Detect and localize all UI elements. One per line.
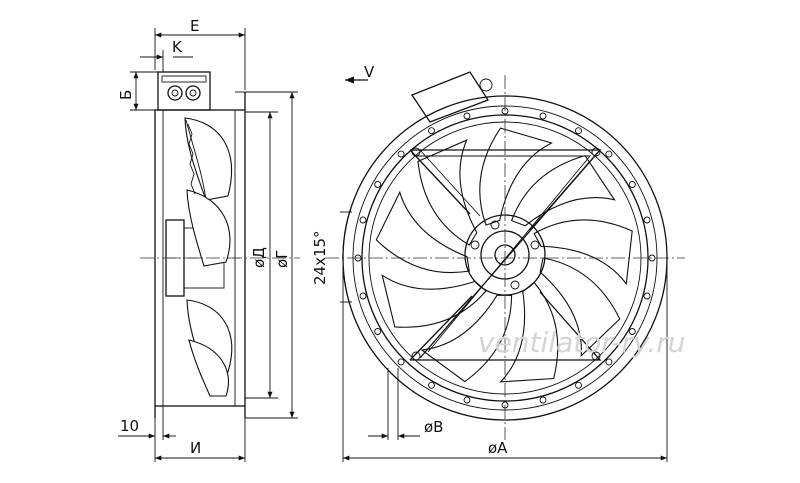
bolt-hole [359,216,367,224]
bolt-hole [374,328,382,335]
bolt-hole [397,150,405,158]
watermark: ventilator-ry.ru [478,326,686,359]
bolt-hole [428,381,435,389]
dim-label-G-outer: øГ [273,250,291,268]
dim-label-K: K [172,38,183,56]
front-view: V 24x15° øB øA [311,63,685,462]
dim-label-D-inner: øД [250,247,268,268]
impeller-blade [533,219,633,286]
impeller-blade [510,154,616,227]
terminal-box [157,71,211,111]
bolt-hole [575,381,582,389]
impeller-blade [499,281,559,383]
bolt-hole [359,292,367,300]
bolt-hole [605,150,613,158]
bolt-hole [628,328,636,335]
impeller-blade [479,127,553,226]
dim-label-B-height: Б [117,90,135,100]
dim-label-I-depth: И [190,439,201,457]
bolt-hole [397,358,405,366]
impeller-blade [417,139,478,246]
dim-label-bolt-holes: 24x15° [311,230,329,285]
dim-label-E: E [190,17,199,35]
impeller-blade [375,190,470,274]
dim-label-A-diameter: øA [488,439,508,457]
impeller-blade [381,274,487,328]
bolt-hole [463,112,471,120]
front-terminal-box [411,71,493,123]
support-struts [409,147,602,361]
bolt-hole [539,396,547,404]
dim-label-ten: 10 [120,417,139,435]
bolt-hole [643,292,651,300]
impeller-blade [539,257,621,358]
bolt-hole [643,216,651,224]
side-view: E K Б øД øГ 10 И [117,17,300,462]
bolt-holes [354,107,656,409]
bolt-hole [575,127,582,135]
bolt-hole [463,396,471,404]
bolt-hole [628,181,636,188]
bolt-hole [539,112,547,120]
bolt-hole [374,181,382,188]
side-blades [184,117,233,397]
airflow-direction-label: V [364,63,375,81]
dim-label-B-hole: øB [424,418,443,436]
bolt-hole [428,127,435,135]
bolt-hole [605,358,613,366]
